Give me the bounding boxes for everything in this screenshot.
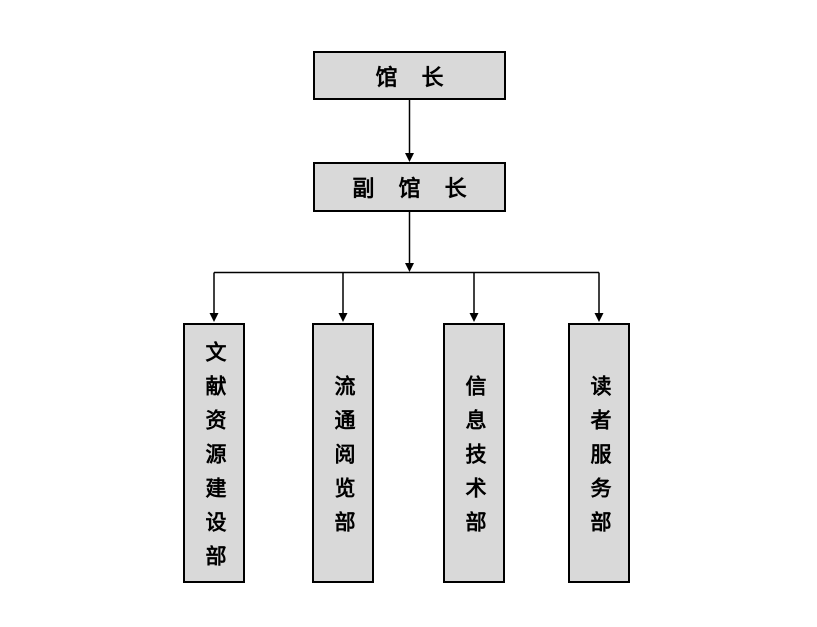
arrowhead-deputy xyxy=(405,153,414,162)
node-deputy-director-label: 副 馆 长 xyxy=(352,176,476,201)
node-deputy-director: 副 馆 长 xyxy=(313,162,506,212)
arrowhead-branch-2 xyxy=(338,313,348,322)
node-dept-information-technology-label: 信息技术部 xyxy=(463,374,486,545)
node-dept-circulation-reading-label: 流通阅览部 xyxy=(332,374,355,545)
node-dept-reader-services: 读者服务部 xyxy=(568,323,630,583)
arrowhead-branch-4 xyxy=(594,313,604,322)
node-dept-circulation-reading: 流通阅览部 xyxy=(312,323,374,583)
node-director-label: 馆 长 xyxy=(375,64,453,90)
node-director: 馆 长 xyxy=(313,51,506,100)
arrowhead-branch-3 xyxy=(469,313,479,322)
node-dept-document-resources: 文献资源建设部 xyxy=(183,323,245,583)
arrowhead-branch-1 xyxy=(209,313,219,322)
node-dept-document-resources-label: 文献资源建设部 xyxy=(203,340,226,579)
node-dept-reader-services-label: 读者服务部 xyxy=(588,374,611,545)
arrowhead-rail xyxy=(405,263,414,272)
node-dept-information-technology: 信息技术部 xyxy=(443,323,505,583)
